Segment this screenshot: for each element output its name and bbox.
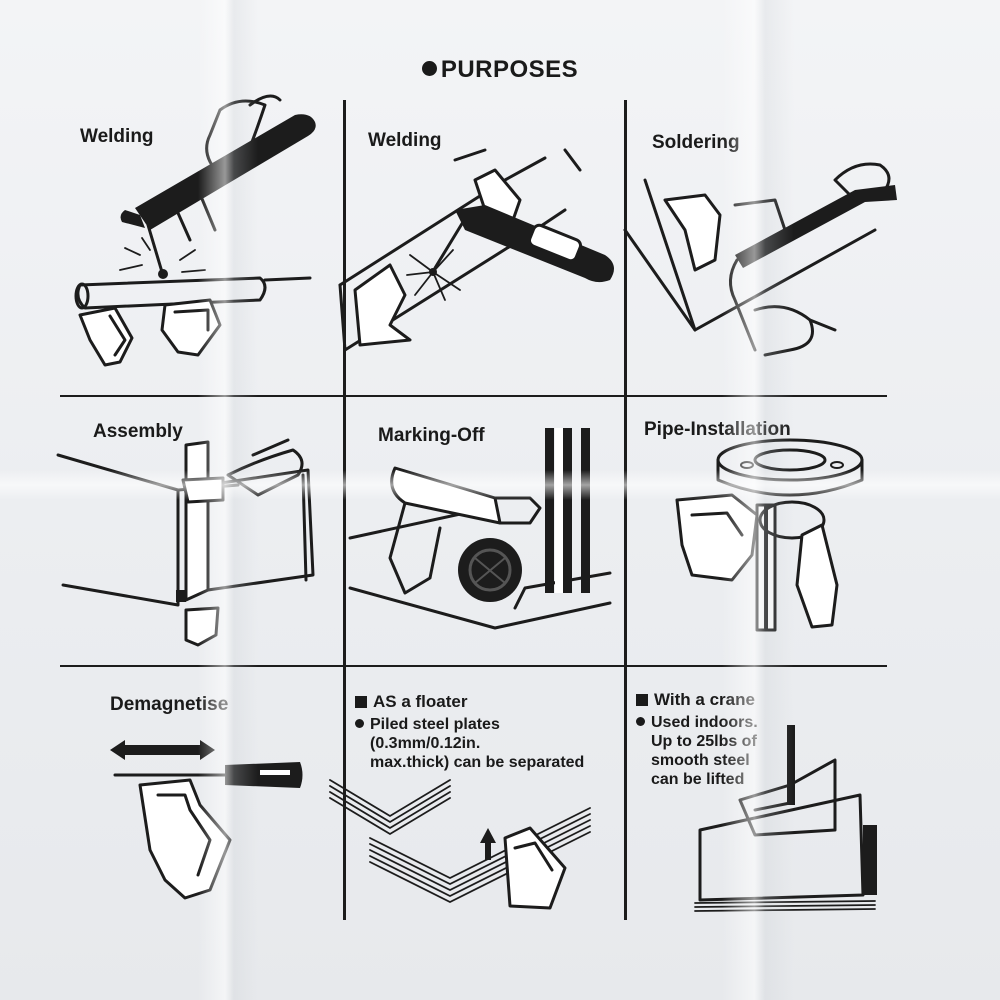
- welding-corner-joint-icon: [335, 148, 620, 360]
- soldering-iron-icon: [623, 160, 905, 360]
- label-welding-1: Welding: [80, 126, 154, 147]
- label-welding-2: Welding: [368, 130, 442, 151]
- square-bullet-icon: [636, 693, 648, 706]
- grid-line-vertical-left: [343, 100, 346, 920]
- square-bullet-icon: [355, 695, 367, 708]
- pipe-flange-icon: [672, 435, 872, 635]
- page-title: PURPOSES: [0, 56, 1000, 84]
- marking-pen-icon: [345, 428, 615, 643]
- label-soldering: Soldering: [652, 132, 740, 153]
- label-assembly: Assembly: [93, 421, 183, 442]
- bullet-dot-icon: [421, 61, 437, 76]
- label-marking-off: Marking-Off: [378, 425, 485, 446]
- box-assembly-icon: [56, 438, 328, 650]
- floater-note: AS a floater Piled steel plates (0.3mm/0…: [355, 692, 584, 772]
- grid-line-horizontal-top: [60, 395, 887, 397]
- title-text: PURPOSES: [440, 56, 579, 83]
- label-demagnetise: Demagnetise: [110, 694, 229, 715]
- screwdriver-icon: [110, 740, 310, 905]
- welding-torch-on-pipe-icon: [70, 90, 330, 380]
- crane-lift-icon: [694, 725, 885, 920]
- round-bullet-icon: [636, 717, 645, 726]
- round-bullet-icon: [355, 719, 364, 728]
- grid-line-vertical-right: [624, 100, 627, 920]
- grid-line-horizontal-bottom: [60, 665, 887, 667]
- stacked-plates-icon: [329, 768, 600, 910]
